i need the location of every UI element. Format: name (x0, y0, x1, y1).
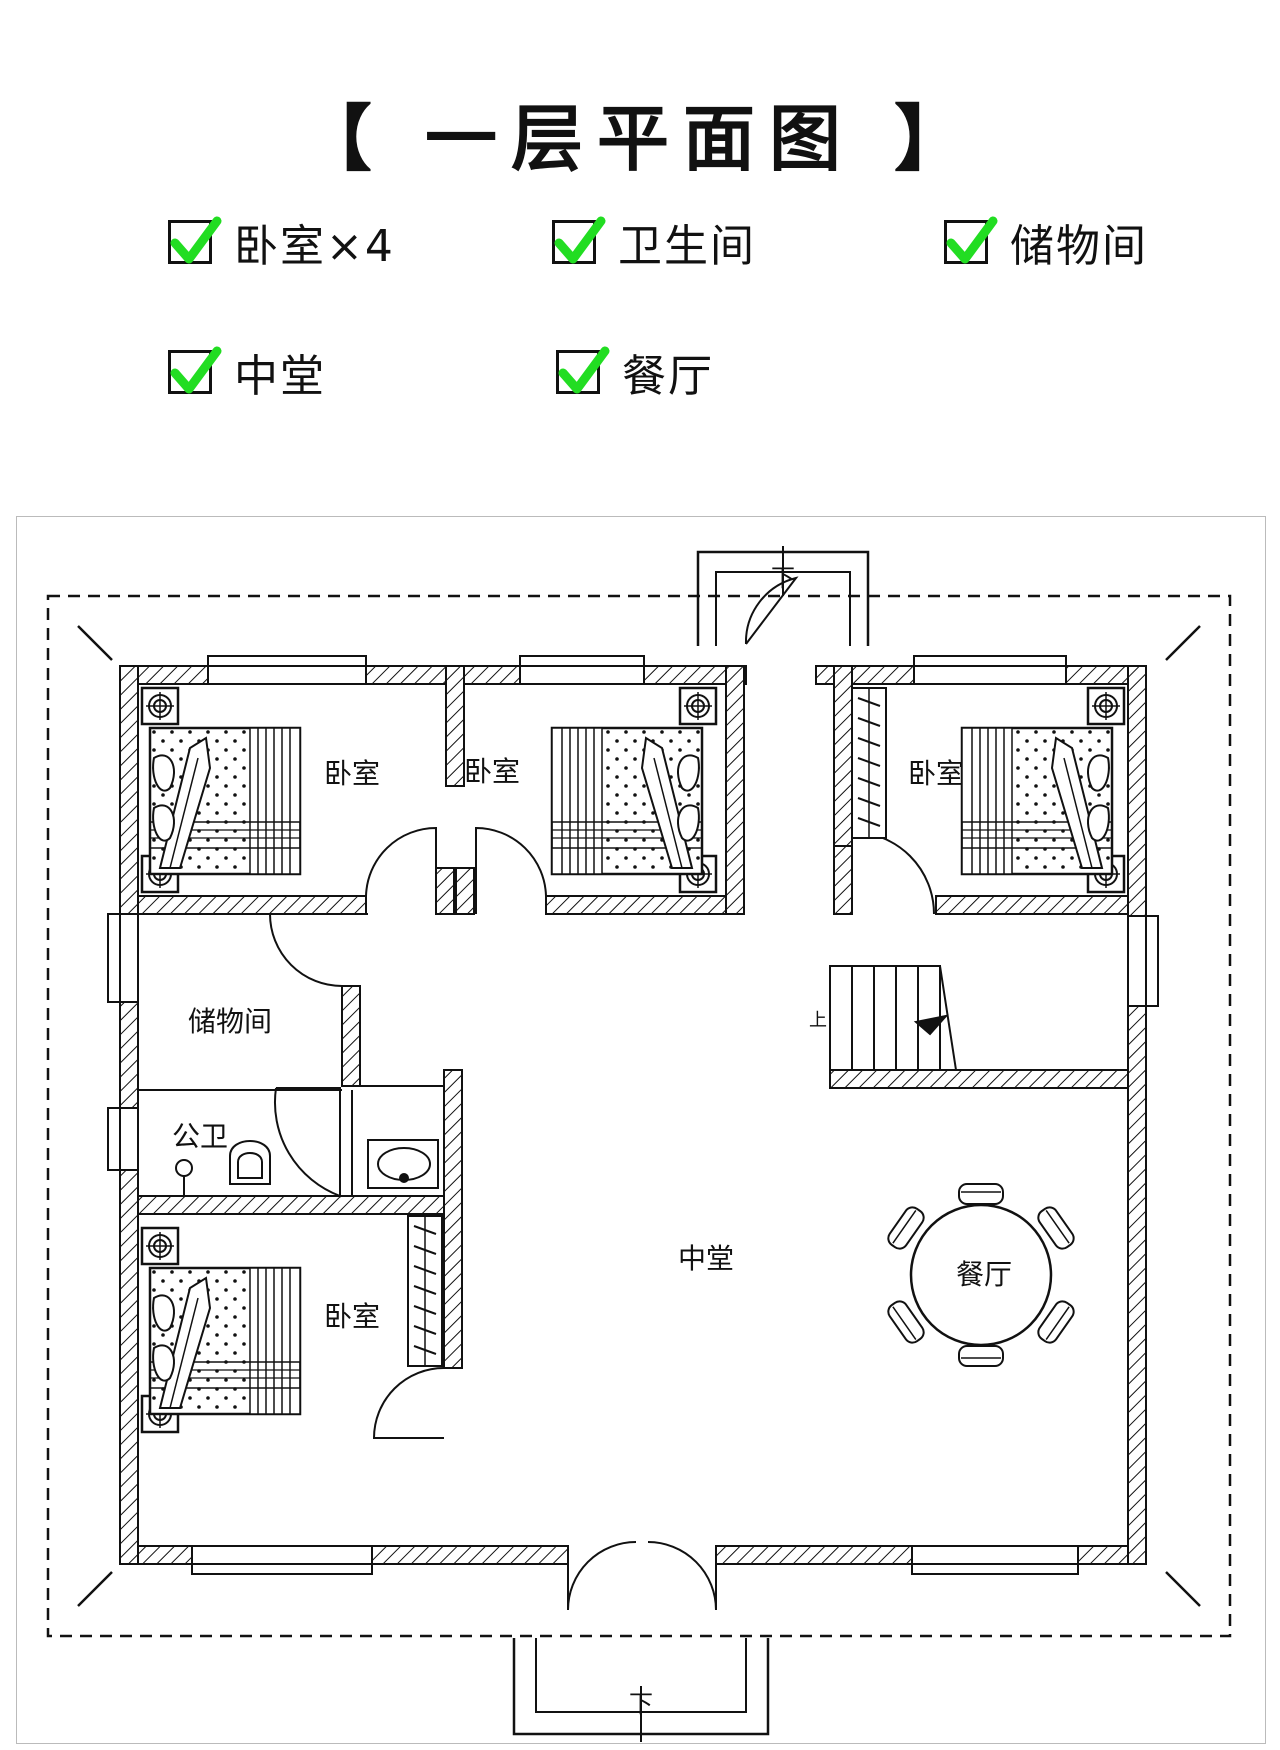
dining-table (883, 1182, 1079, 1368)
room-label-dining: 餐厅 (956, 1258, 1012, 1291)
checkbox-icon (168, 216, 222, 264)
stair-down-label-bottom: 下 (629, 1690, 653, 1718)
stair-up-label: 上 (809, 1010, 827, 1031)
wardrobe-right (851, 687, 887, 839)
room-label-bedroom-bl: 卧室 (324, 1300, 380, 1333)
walls (119, 665, 1147, 1565)
legend-item-dining: 餐厅 (556, 342, 714, 402)
room-label-bedroom-tc: 卧室 (464, 755, 520, 788)
roof-outline (46, 594, 1232, 1638)
plan-frame (15, 515, 1267, 1745)
legend-label: 中堂 (234, 351, 326, 402)
room-label-bedroom-tl: 卧室 (324, 757, 380, 790)
legend-item-hall: 中堂 (168, 342, 326, 402)
checkbox-icon (168, 346, 222, 394)
room-label-hall: 中堂 (678, 1242, 734, 1275)
checkbox-icon (944, 216, 998, 264)
staircase (829, 965, 957, 1071)
room-label-storage: 储物间 (188, 1005, 272, 1038)
legend-label: 餐厅 (622, 351, 714, 402)
legend-item-storage: 储物间 (944, 212, 1148, 272)
floor-plan: 下 下 (15, 515, 1267, 1745)
legend-label: 储物间 (1010, 221, 1148, 272)
toilet-fixtures (175, 1139, 439, 1196)
room-label-bedroom-tr: 卧室 (908, 757, 964, 790)
legend-item-bedrooms: 卧室×4 (168, 212, 395, 272)
checkbox-icon (556, 346, 610, 394)
checkbox-icon (552, 216, 606, 264)
windows (107, 655, 1159, 1575)
legend-label: 卫生间 (618, 221, 756, 272)
floor-plan-drawing: 下 下 (15, 515, 1267, 1745)
wardrobe-bottom-left (407, 1215, 443, 1367)
legend-item-bathroom: 卫生间 (552, 212, 756, 272)
page-title: 【 一层平面图 】 (299, 97, 981, 181)
legend-label: 卧室×4 (234, 221, 395, 272)
room-label-toilet: 公卫 (172, 1120, 228, 1153)
